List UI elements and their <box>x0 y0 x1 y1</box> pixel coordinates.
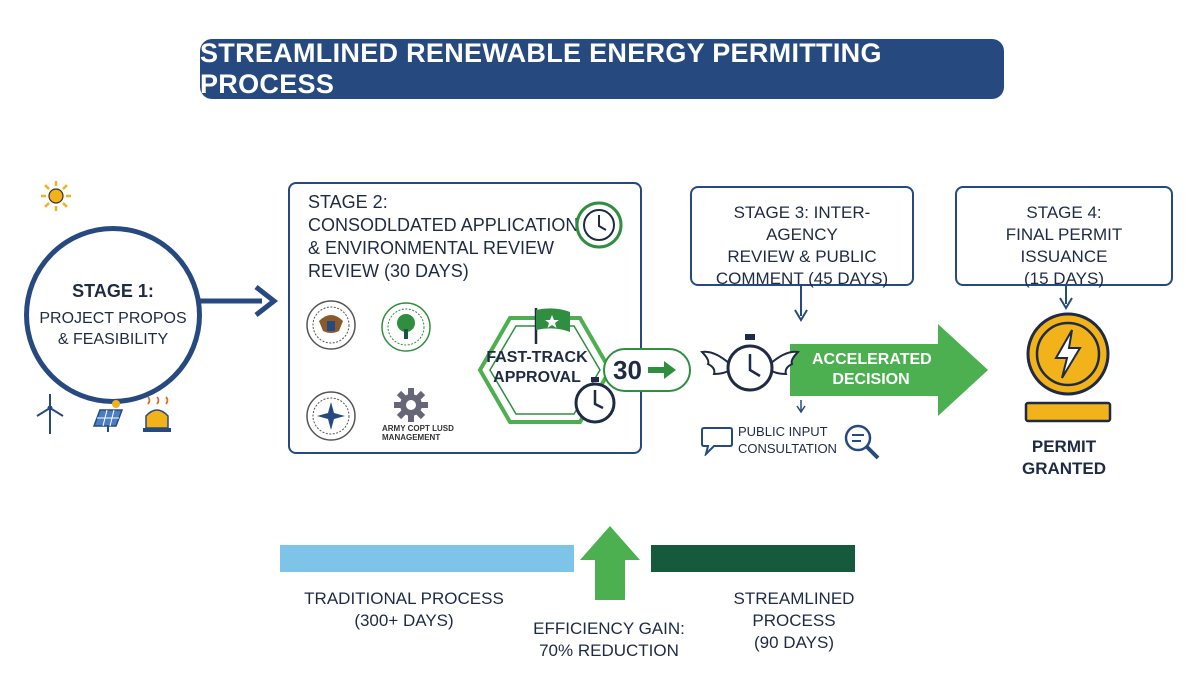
stage2-line2: CONSODLDATED APPLICATION <box>308 215 579 235</box>
stage2-line4: REVIEW (30 DAYS) <box>308 261 469 281</box>
fast-track-line1: FAST-TRACK <box>486 349 588 366</box>
stage2-line1: STAGE 2: <box>308 192 388 212</box>
streamlined-process-bar <box>651 545 855 572</box>
arrow-stage1-to-stage2 <box>200 285 279 317</box>
accelerated-decision-arrow <box>790 324 988 416</box>
geothermal-icon <box>140 396 174 439</box>
stage1-line2: & FEASIBILITY <box>57 330 169 348</box>
wind-turbine-icon <box>32 392 68 441</box>
arrow-stage3-down <box>794 286 808 414</box>
stage3-line1: STAGE 3: INTER-AGENCY <box>733 203 871 244</box>
traditional-line1: TRADITIONAL PROCESS <box>304 589 504 608</box>
stage4-line2: FINAL PERMIT ISSUANCE <box>1005 225 1123 266</box>
flag-icon <box>530 306 574 351</box>
government-seal-icon <box>305 299 357 356</box>
accelerated-line1: ACCELERATED <box>812 351 932 368</box>
agency-label: ARMY COPT LUSD MANAGEMENT <box>382 424 454 442</box>
tree-seal-icon <box>380 301 432 358</box>
fast-track-line2: APPROVAL <box>493 369 581 386</box>
compass-seal-icon <box>305 390 357 447</box>
efficiency-gain-arrow <box>580 526 640 600</box>
permit-line2: GRANTED <box>1021 459 1107 478</box>
stage1-line1: PROJECT PROPOS <box>39 309 187 327</box>
page-title: STREAMLINED RENEWABLE ENERGY PERMITTING … <box>200 38 882 99</box>
title-banner: STREAMLINED RENEWABLE ENERGY PERMITTING … <box>200 38 1004 99</box>
badge-number: 30 <box>613 354 642 385</box>
public-input-label: PUBLIC INPUT CONSULTATION <box>738 423 837 457</box>
stage3-line2: REVIEW & PUBLIC <box>727 247 877 266</box>
badge-arrow-icon <box>647 361 676 379</box>
accelerated-decision-label: ACCELERATED DECISION <box>812 350 932 390</box>
permit-granted-label: PERMIT GRANTED <box>1014 436 1114 480</box>
stage4-box: STAGE 4: FINAL PERMIT ISSUANCE (15 DAYS) <box>955 186 1173 288</box>
clock-icon <box>574 200 624 255</box>
streamlined-process-label: STREAMLINED PROCESS (90 DAYS) <box>690 588 898 654</box>
accelerated-line2: DECISION <box>832 371 910 388</box>
thirty-day-badge: 30 <box>603 348 691 392</box>
permit-line1: PERMIT <box>1031 437 1097 456</box>
magnifier-icon <box>842 422 882 467</box>
stage4-line3: (15 DAYS) <box>1024 269 1104 288</box>
traditional-process-label: TRADITIONAL PROCESS (300+ DAYS) <box>290 588 518 632</box>
stage1-circle: STAGE 1: PROJECT PROPOS & FEASIBILITY <box>24 226 202 404</box>
stage2-line3: & ENVIRONMENTAL REVIEW <box>308 238 555 258</box>
agency-label-line1: ARMY COPT LUSD <box>382 424 454 433</box>
stage3-line3: COMMENT (45 DAYS) <box>715 269 889 288</box>
speech-bubble-icon <box>700 424 734 461</box>
stage4-line1: STAGE 4: <box>1026 203 1102 222</box>
streamlined-line2: (90 DAYS) <box>754 633 834 652</box>
traditional-line2: (300+ DAYS) <box>354 611 454 630</box>
lightning-bolt-icon <box>1022 310 1114 433</box>
solar-panel-icon <box>90 398 126 439</box>
efficiency-line2: 70% REDUCTION <box>539 641 679 660</box>
public-input-line1: PUBLIC INPUT <box>738 424 828 439</box>
efficiency-line1: EFFICIENCY GAIN: <box>533 619 685 638</box>
agency-label-line2: MANAGEMENT <box>382 433 441 442</box>
winged-stopwatch-icon <box>699 330 801 405</box>
sun-icon <box>40 180 72 217</box>
fast-track-label: FAST-TRACK APPROVAL <box>482 348 592 388</box>
stage3-box: STAGE 3: INTER-AGENCY REVIEW & PUBLIC CO… <box>690 186 914 288</box>
stage2-title: STAGE 2: CONSODLDATED APPLICATION & ENVI… <box>308 191 578 283</box>
public-input-line2: CONSULTATION <box>738 441 837 456</box>
stage1-heading: STAGE 1: <box>72 280 154 301</box>
arrow-stage4-down <box>1059 286 1073 310</box>
gear-icon <box>392 386 430 429</box>
streamlined-line1: STREAMLINED PROCESS <box>733 589 855 630</box>
efficiency-gain-label: EFFICIENCY GAIN: 70% REDUCTION <box>522 618 696 662</box>
traditional-process-bar <box>280 545 574 572</box>
stopwatch-icon <box>572 376 618 429</box>
